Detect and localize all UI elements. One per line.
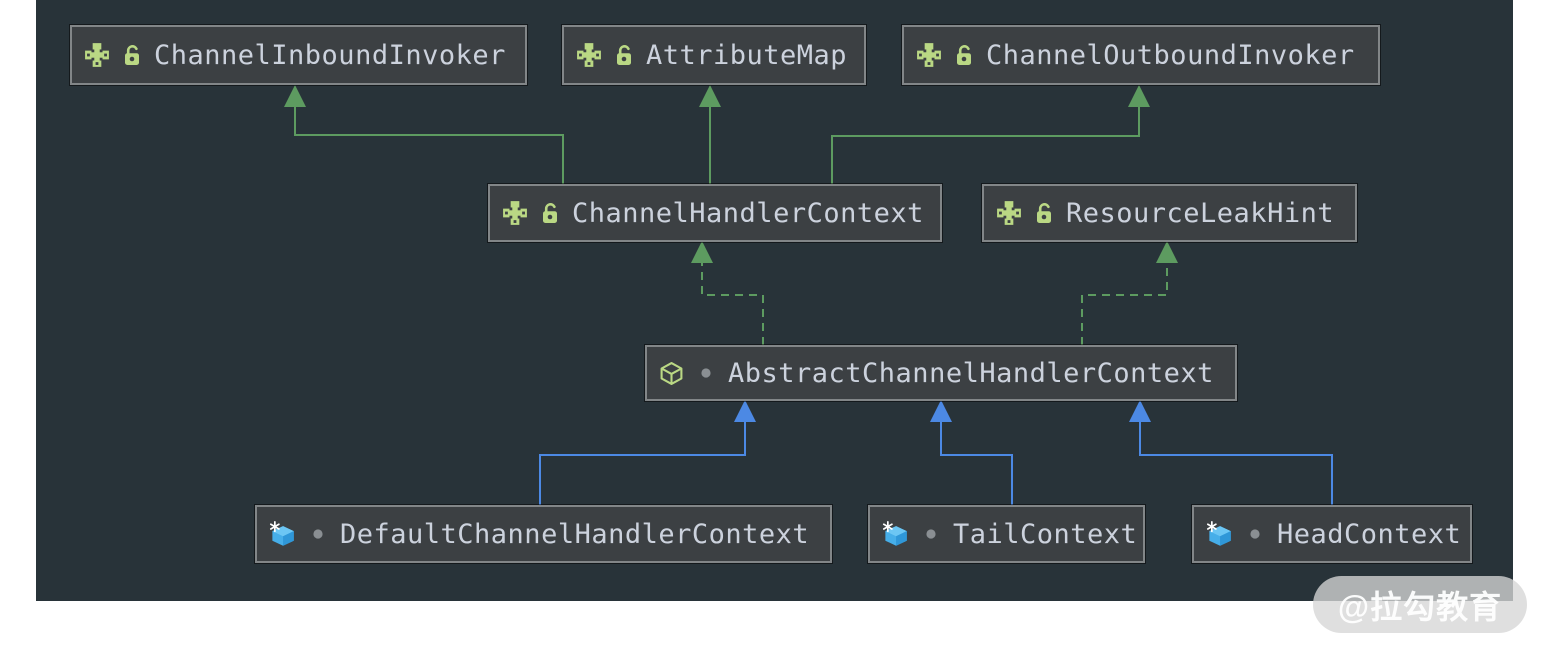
final-class-icon (269, 520, 295, 547)
interface-icon (997, 201, 1021, 225)
node-label: DefaultChannelHandlerContext (340, 518, 810, 550)
lock-icon (1035, 203, 1053, 225)
final-class-icon (882, 520, 908, 547)
watermark-badge: @拉勾教育 (1313, 576, 1527, 633)
package-private-dot-icon (926, 529, 936, 539)
node-channel-outbound-invoker[interactable]: ChannelOutboundInvoker (902, 25, 1380, 85)
node-label: ChannelOutboundInvoker (986, 39, 1355, 71)
node-label: AttributeMap (646, 39, 848, 71)
node-label: HeadContext (1277, 518, 1462, 550)
interface-icon (917, 43, 941, 67)
interface-icon (85, 43, 109, 67)
node-attribute-map[interactable]: AttributeMap (562, 25, 866, 85)
node-label: TailContext (953, 518, 1138, 550)
node-label: ChannelInboundInvoker (154, 39, 506, 71)
node-channel-inbound-invoker[interactable]: ChannelInboundInvoker (70, 25, 527, 85)
package-private-dot-icon (313, 529, 323, 539)
lock-icon (615, 45, 633, 67)
package-private-dot-icon (701, 368, 711, 378)
abstract-class-icon (660, 361, 683, 385)
lock-icon (955, 45, 973, 67)
watermark-text: @拉勾教育 (1337, 588, 1503, 625)
node-channel-handler-context[interactable]: ChannelHandlerContext (488, 184, 942, 242)
node-default-channel-handler-context[interactable]: DefaultChannelHandlerContext (255, 505, 832, 563)
node-label: ChannelHandlerContext (572, 197, 924, 229)
package-private-dot-icon (1250, 529, 1260, 539)
lock-icon (123, 45, 141, 67)
final-class-icon (1206, 520, 1232, 547)
node-label: AbstractChannelHandlerContext (728, 357, 1214, 389)
node-abstract-channel-handler-context[interactable]: AbstractChannelHandlerContext (645, 345, 1237, 401)
node-label: ResourceLeakHint (1066, 197, 1335, 229)
node-head-context[interactable]: HeadContext (1192, 505, 1472, 563)
interface-icon (503, 201, 527, 225)
node-tail-context[interactable]: TailContext (868, 505, 1145, 563)
lock-icon (541, 203, 559, 225)
node-resource-leak-hint[interactable]: ResourceLeakHint (982, 184, 1357, 242)
interface-icon (577, 43, 601, 67)
